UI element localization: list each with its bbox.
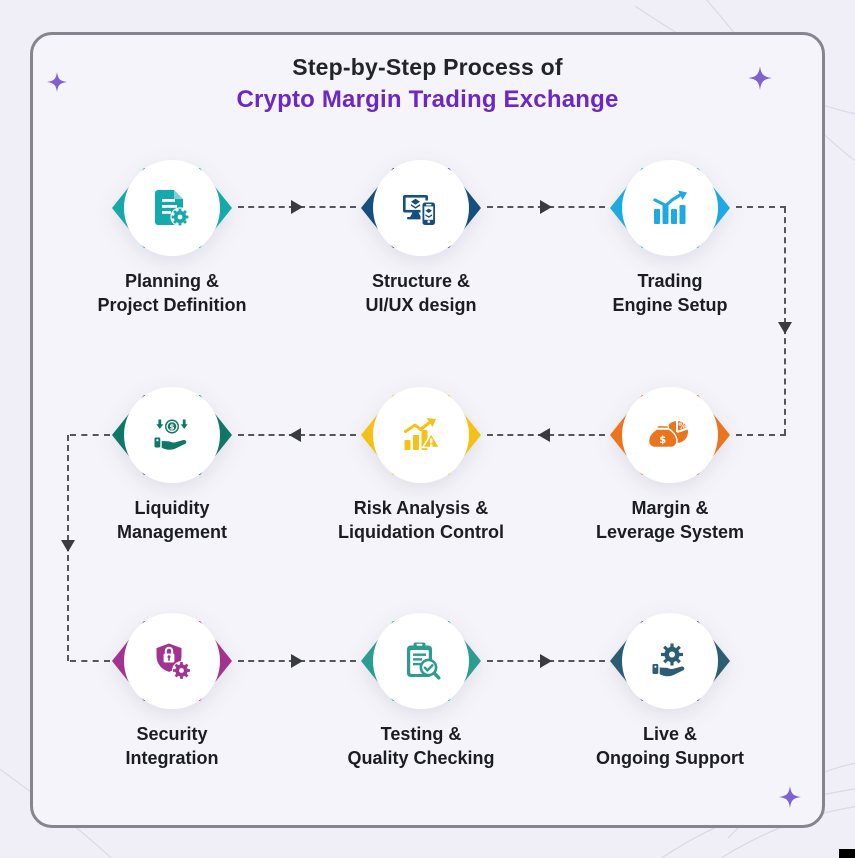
step-live-ongoing-support: Live & Ongoing Support — [560, 611, 780, 771]
step-testing-quality-checking: Testing & Quality Checking — [311, 611, 531, 771]
connector-liquidity-down-top — [70, 434, 110, 436]
clipboard-check-magnifier-icon — [407, 642, 441, 680]
arrow-down-icon — [778, 322, 792, 334]
svg-text:%: % — [678, 422, 687, 432]
connector-down-margin-bottom — [736, 434, 786, 436]
step-label: Liquidity Management — [116, 498, 228, 543]
svg-text:$: $ — [169, 423, 174, 432]
step-security-integration: Security Integration — [62, 611, 282, 771]
step-badge: % $ — [610, 387, 730, 483]
step-label: Risk Analysis & Liquidation Control — [338, 498, 504, 543]
step-badge — [361, 160, 481, 256]
arrow-left-icon — [289, 428, 301, 442]
arrow-right-icon — [540, 654, 552, 668]
step-structure-uiux-design: Structure & UI/UX design — [311, 158, 531, 318]
step-label: Planning & Project Definition — [97, 271, 247, 316]
arrow-right-icon — [540, 200, 552, 214]
step-label: Trading Engine Setup — [612, 271, 728, 316]
step-label: Structure & UI/UX design — [365, 271, 477, 316]
svg-text:$: $ — [659, 435, 666, 446]
money-bag-pie-icon: % $ — [647, 419, 689, 449]
arrow-right-icon — [291, 200, 303, 214]
step-label: Live & Ongoing Support — [596, 724, 744, 769]
step-trading-engine-setup: Trading Engine Setup — [560, 158, 780, 318]
risk-chart-warning-icon — [404, 418, 442, 450]
arrow-down-icon — [61, 540, 75, 552]
arrow-right-icon — [291, 654, 303, 668]
step-badge — [610, 613, 730, 709]
step-badge — [361, 613, 481, 709]
corner-mark — [839, 849, 855, 858]
responsive-design-icon — [403, 195, 437, 227]
shield-lock-gear-icon — [156, 643, 191, 680]
step-liquidity-management: $ Liquidity Management — [62, 385, 282, 545]
step-label: Testing & Quality Checking — [347, 724, 495, 769]
step-label: Security Integration — [125, 724, 219, 769]
arrow-left-icon — [538, 428, 550, 442]
step-planning-project-definition: Planning & Project Definition — [62, 158, 282, 318]
connector-trading-margin-vertical — [784, 207, 786, 435]
step-risk-analysis-liquidation-control: Risk Analysis & Liquidation Control — [311, 385, 531, 545]
hand-coin-flow-icon: $ — [154, 419, 188, 450]
connector-down-security-bottom — [70, 660, 110, 662]
step-margin-leverage-system: % $ Margin & Leverage System — [560, 385, 780, 545]
step-badge: $ — [112, 387, 232, 483]
step-badge — [610, 160, 730, 256]
document-gear-icon — [155, 190, 190, 227]
bar-chart-growth-icon — [653, 190, 687, 224]
title-line-2: Crypto Margin Trading Exchange — [236, 86, 619, 113]
page-title: Step-by-Step Process of Crypto Margin Tr… — [0, 54, 855, 114]
step-badge — [112, 160, 232, 256]
step-badge — [112, 613, 232, 709]
hand-gear-icon — [652, 643, 685, 677]
title-line-1: Step-by-Step Process of — [292, 54, 563, 80]
connector-trading-down-top — [736, 206, 786, 208]
step-label: Margin & Leverage System — [595, 498, 745, 543]
step-badge — [361, 387, 481, 483]
